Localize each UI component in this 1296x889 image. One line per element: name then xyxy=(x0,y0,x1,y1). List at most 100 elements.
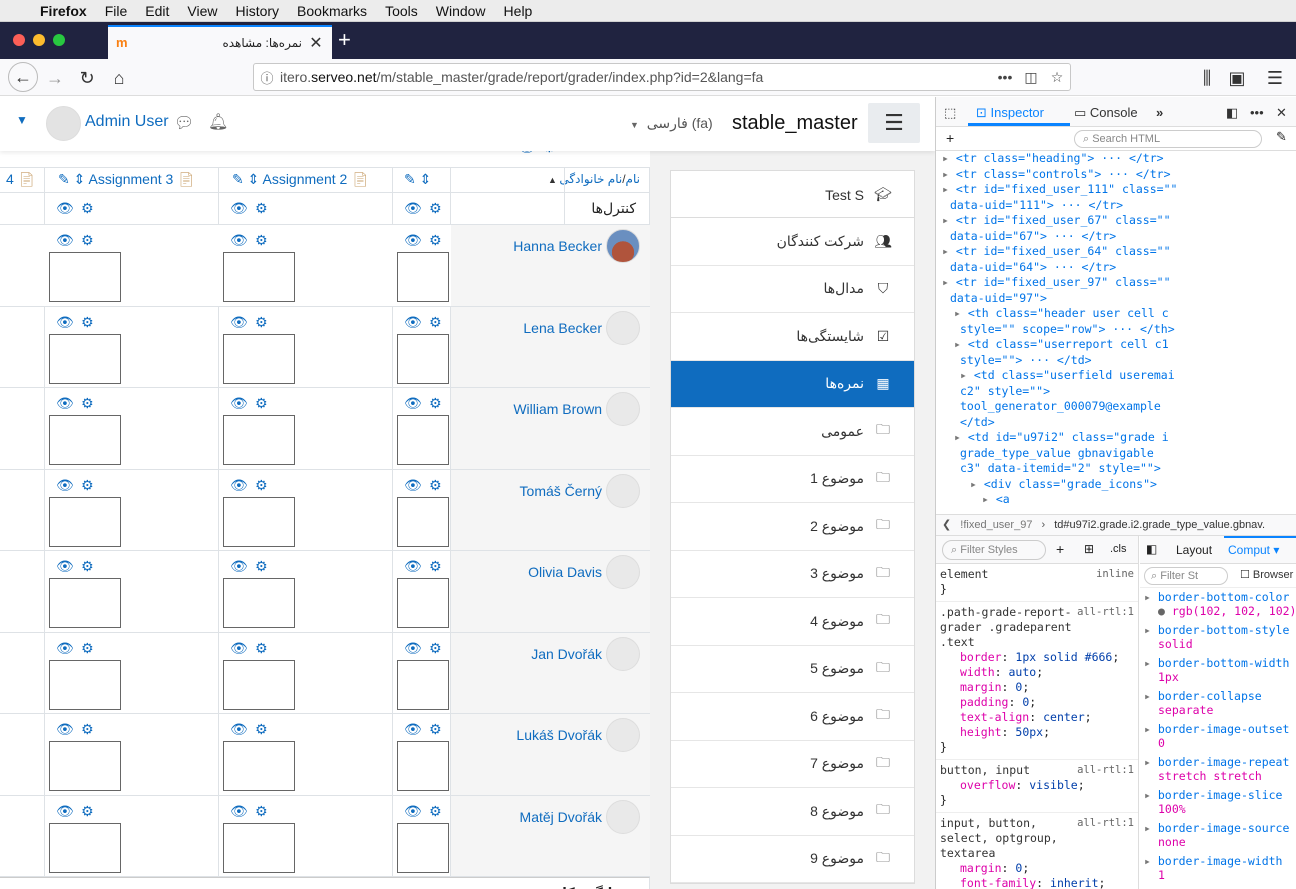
grade-input[interactable] xyxy=(49,659,121,710)
eye-icon[interactable]: 👁︎ xyxy=(404,476,422,493)
markup-line[interactable]: c3" data-itemid="2" style=""> xyxy=(940,461,1296,477)
user-name-link[interactable]: Hanna Becker xyxy=(513,238,602,254)
edit-pencil-icon[interactable]: ✎ xyxy=(232,171,248,187)
menu-bookmarks[interactable]: Bookmarks xyxy=(297,2,368,19)
back-button[interactable]: ← xyxy=(8,62,38,92)
markup-line[interactable]: style=""> ··· </td> xyxy=(940,353,1296,369)
pocket-icon[interactable]: ◫ xyxy=(1024,68,1038,85)
markup-line[interactable]: data-uid="64"> ··· </tr> xyxy=(940,260,1296,276)
eye-icon[interactable]: 👁︎ xyxy=(404,802,422,819)
menu-window[interactable]: Window xyxy=(435,2,486,19)
add-rule-icon[interactable]: + xyxy=(1056,541,1065,557)
grade-input[interactable] xyxy=(223,496,295,547)
computed-filter-input[interactable]: ⌕ Filter St xyxy=(1144,567,1228,585)
pseudo-classes-icon[interactable]: ⊞ xyxy=(1084,542,1095,556)
gear-icon[interactable]: ⚙ xyxy=(255,802,268,819)
gear-icon[interactable]: ⚙ xyxy=(81,721,94,737)
drawer-item-course[interactable]: Test S 🎓︎ xyxy=(671,171,914,219)
eye-icon[interactable]: 👁︎ xyxy=(230,476,248,493)
drawer-item[interactable]: شرکت کنندگان👥︎ xyxy=(671,218,914,266)
gear-icon[interactable]: ⚙ xyxy=(255,721,268,737)
grade-input[interactable] xyxy=(223,252,295,302)
toggle-pane-icon[interactable]: ◧ xyxy=(1146,542,1158,556)
css-declaration[interactable]: font-family: inherit; xyxy=(940,876,1134,889)
gear-icon[interactable]: ⚙ xyxy=(81,232,94,248)
grade-input[interactable] xyxy=(397,822,449,873)
gear-icon[interactable]: ⚙ xyxy=(81,639,94,656)
grade-input[interactable] xyxy=(49,496,121,547)
close-devtools-icon[interactable]: ✕ xyxy=(1276,105,1287,120)
assignment-name[interactable]: Assignment 2 xyxy=(262,171,348,187)
maximize-window-button[interactable] xyxy=(53,34,65,46)
eye-icon[interactable]: 👁︎ xyxy=(230,639,248,656)
sort-asc-icon[interactable]: ▲ xyxy=(548,175,560,185)
markup-line[interactable]: tool_generator_000079@example xyxy=(940,399,1296,415)
edit-pencil-icon[interactable]: ✎ xyxy=(58,171,74,187)
drawer-item[interactable]: موضوع 4🗀 xyxy=(671,598,914,646)
eye-icon[interactable]: 👁︎ xyxy=(404,313,422,330)
eye-icon[interactable]: 👁︎ xyxy=(230,232,248,248)
gear-icon[interactable]: ⚙ xyxy=(429,232,442,248)
grade-input[interactable] xyxy=(397,741,449,791)
eye-icon[interactable]: 👁︎ xyxy=(230,802,248,819)
home-button[interactable]: ⌂ xyxy=(113,68,125,88)
devtools-options-icon[interactable]: ••• xyxy=(1250,105,1264,120)
markup-line[interactable]: ▸ <tr id="fixed_user_64" class="" xyxy=(940,244,1296,260)
grade-input[interactable] xyxy=(223,659,295,710)
computed-property[interactable]: ▸ border-bottom-color● rgb(102, 102, 102… xyxy=(1140,588,1296,621)
rule-origin[interactable]: inline xyxy=(1096,568,1134,580)
tab-console[interactable]: ▭ Console xyxy=(1074,105,1138,120)
gear-icon[interactable]: ⚙ xyxy=(429,639,442,656)
gear-icon[interactable]: ⚙ xyxy=(429,476,442,493)
eye-icon[interactable]: 👁︎ xyxy=(56,200,74,216)
user-avatar[interactable] xyxy=(606,555,640,589)
eye-icon[interactable]: 👁︎ xyxy=(56,639,74,656)
grade-input[interactable] xyxy=(397,415,449,465)
eye-icon[interactable]: 👁︎ xyxy=(230,395,248,411)
close-tab-icon[interactable]: ✕ xyxy=(309,35,323,52)
notifications-bell-icon[interactable]: 🔔︎ xyxy=(208,114,229,131)
expand-twisty-icon[interactable]: ▸ xyxy=(954,306,968,320)
cls-button[interactable]: .cls xyxy=(1110,543,1127,555)
drawer-item[interactable]: عمومی🗀 xyxy=(671,408,914,456)
eye-icon[interactable]: 👁︎ xyxy=(230,313,248,330)
markup-line[interactable]: ▸ <td class="userreport cell c1 xyxy=(940,337,1296,353)
markup-line[interactable]: ▸ <a xyxy=(940,492,1296,508)
gear-icon[interactable]: ⚙ xyxy=(543,151,556,156)
add-node-icon[interactable]: + xyxy=(946,130,955,146)
gear-icon[interactable]: ⚙ xyxy=(81,200,94,216)
drawer-item[interactable]: موضوع 9🗀 xyxy=(671,836,914,883)
gear-icon[interactable]: ⚙ xyxy=(81,476,94,493)
menu-edit[interactable]: Edit xyxy=(145,2,170,19)
expand-twisty-icon[interactable]: ▸ xyxy=(942,151,956,165)
css-declaration[interactable]: overflow: visible; xyxy=(940,778,1134,793)
grade-input[interactable] xyxy=(49,741,121,791)
expand-twisty-icon[interactable]: ▸ xyxy=(942,182,956,196)
expand-twisty-icon[interactable]: ▸ xyxy=(1144,656,1158,670)
expand-twisty-icon[interactable]: ▸ xyxy=(942,213,956,227)
gear-icon[interactable]: ⚙ xyxy=(429,200,442,216)
user-avatar[interactable] xyxy=(606,799,640,834)
last-name-sort-link[interactable]: نام خانوادگی xyxy=(559,172,623,186)
drawer-item[interactable]: نمره‌ها▦ xyxy=(671,360,914,408)
expand-twisty-icon[interactable]: ▸ xyxy=(954,337,968,351)
gear-icon[interactable]: ⚙ xyxy=(429,721,442,737)
css-declaration[interactable]: margin: 0; xyxy=(940,861,1134,876)
user-name-link[interactable]: Matěj Dvořák xyxy=(519,808,602,825)
grade-input[interactable] xyxy=(397,496,449,547)
markup-line[interactable]: ▸ <div class="grade_icons"> xyxy=(940,477,1296,493)
eye-icon[interactable]: 👁︎ xyxy=(56,313,74,330)
expand-twisty-icon[interactable]: ▸ xyxy=(942,275,956,289)
drawer-item[interactable]: موضوع 1🗀 xyxy=(671,456,914,503)
name-column-header[interactable]: نام/نام خانوادگی ▲ xyxy=(548,172,640,186)
menu-help[interactable]: Help xyxy=(503,2,533,19)
gear-icon[interactable]: ⚙ xyxy=(81,558,94,574)
page-actions-icon[interactable]: ••• xyxy=(997,69,1013,85)
css-declaration[interactable]: padding: 0; xyxy=(940,695,1134,710)
eye-icon[interactable]: 👁︎ xyxy=(230,721,248,737)
eye-icon[interactable]: 👁︎ xyxy=(404,721,422,737)
user-avatar[interactable] xyxy=(606,229,640,263)
